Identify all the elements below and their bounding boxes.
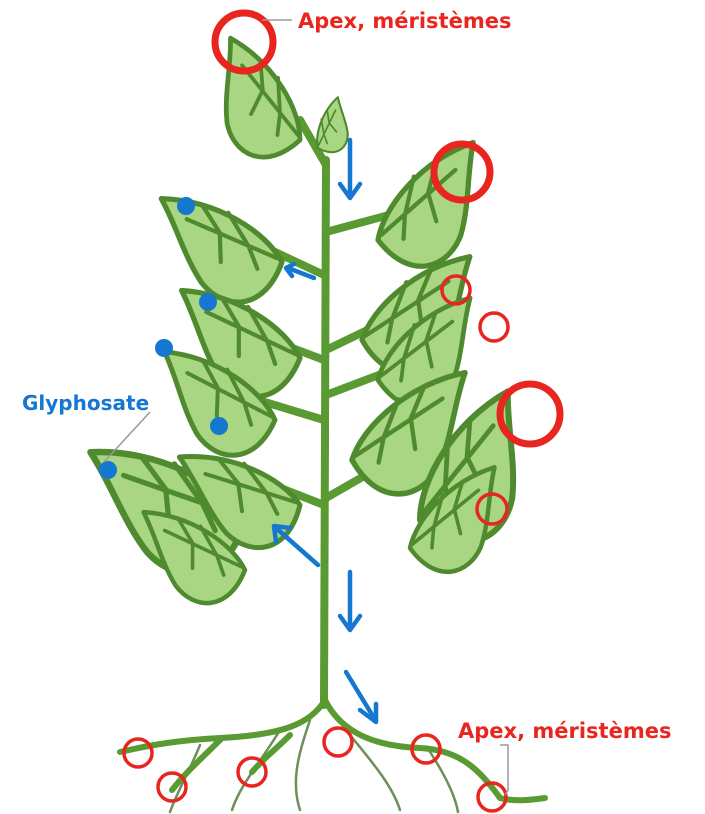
meristem-ring [324, 728, 352, 756]
label-apex-roots: Apex, méristèmes [458, 719, 671, 743]
leaf-top-bud [301, 97, 364, 159]
leaf-top [193, 38, 326, 170]
flow-arrow-down [340, 572, 360, 630]
glyphosate-dot [99, 461, 117, 479]
glyphosate-dot [199, 293, 217, 311]
glyphosate-dot [210, 417, 228, 435]
label-glyphosate: Glyphosate [22, 391, 149, 415]
main-stem [324, 160, 326, 705]
glyphosate-dot [177, 197, 195, 215]
leaf-right-1 [362, 142, 496, 274]
flow-arrow-down-right [346, 672, 376, 722]
label-apex-top: Apex, méristèmes [298, 9, 511, 33]
flow-arrow-up-left [274, 526, 318, 565]
meristem-ring [480, 313, 508, 341]
glyphosate-dot [155, 339, 173, 357]
